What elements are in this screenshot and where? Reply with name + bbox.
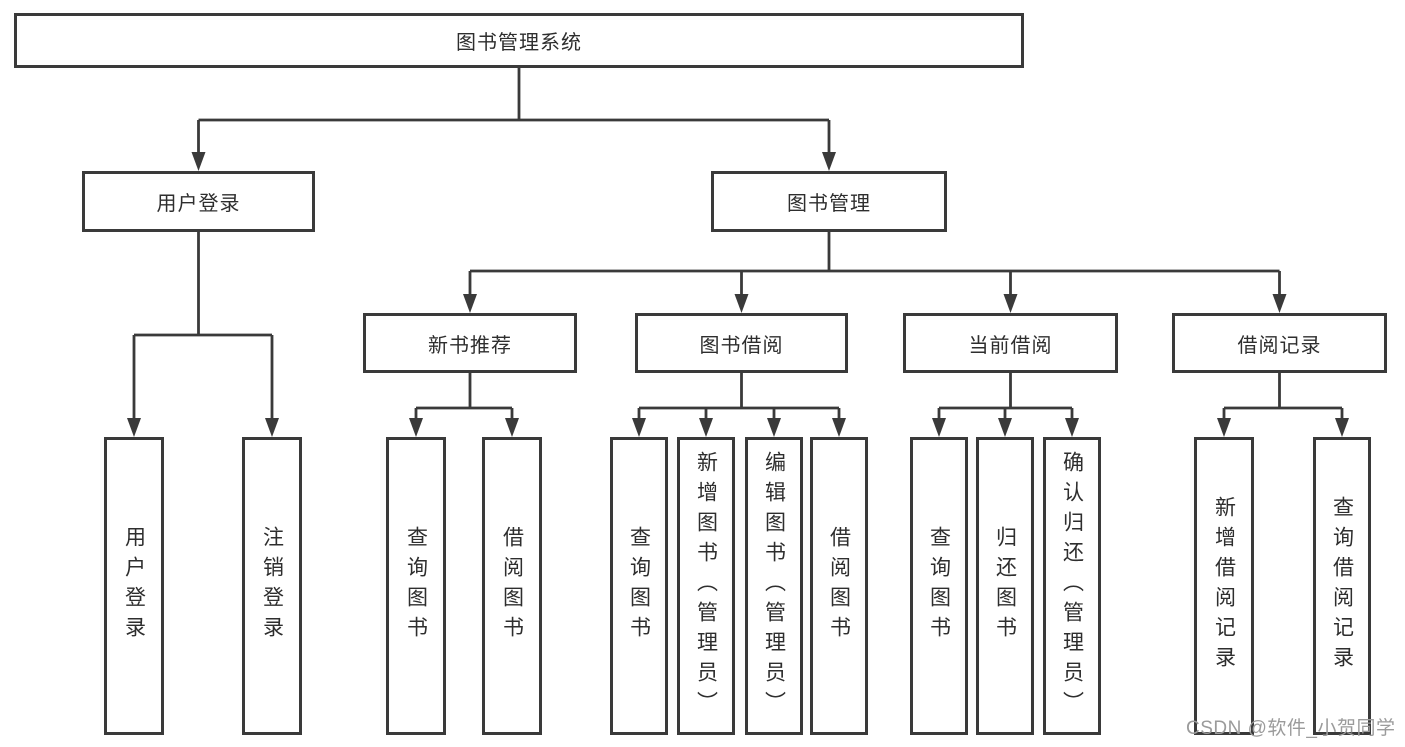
node-book-management: 图书管理 bbox=[711, 171, 947, 232]
leaf-add-borrow-record: 新增借阅记录 bbox=[1194, 437, 1254, 735]
node-new-book-recommend: 新书推荐 bbox=[363, 313, 577, 373]
leaf-edit-books-admin: 编辑图书（管理员） bbox=[745, 437, 803, 735]
node-library-management-system: 图书管理系统 bbox=[14, 13, 1024, 68]
leaf-query-borrow-record: 查询借阅记录 bbox=[1313, 437, 1371, 735]
node-borrowing-records: 借阅记录 bbox=[1172, 313, 1387, 373]
leaf-add-books-admin: 新增图书（管理员） bbox=[677, 437, 735, 735]
leaf-borrow-books: 借阅图书 bbox=[810, 437, 868, 735]
leaf-return-books: 归还图书 bbox=[976, 437, 1034, 735]
leaf-current-query-books: 查询图书 bbox=[910, 437, 968, 735]
node-current-borrowing: 当前借阅 bbox=[903, 313, 1118, 373]
leaf-recommend-query-books: 查询图书 bbox=[386, 437, 446, 735]
csdn-watermark: CSDN @软件_小贺同学 bbox=[1186, 718, 1396, 739]
leaf-user-login: 用户登录 bbox=[104, 437, 164, 735]
node-book-borrowing: 图书借阅 bbox=[635, 313, 848, 373]
leaf-confirm-return-admin: 确认归还（管理员） bbox=[1043, 437, 1101, 735]
node-user-login: 用户登录 bbox=[82, 171, 315, 232]
leaf-recommend-borrow-books: 借阅图书 bbox=[482, 437, 542, 735]
leaf-logout: 注销登录 bbox=[242, 437, 302, 735]
leaf-borrowing-query-books: 查询图书 bbox=[610, 437, 668, 735]
